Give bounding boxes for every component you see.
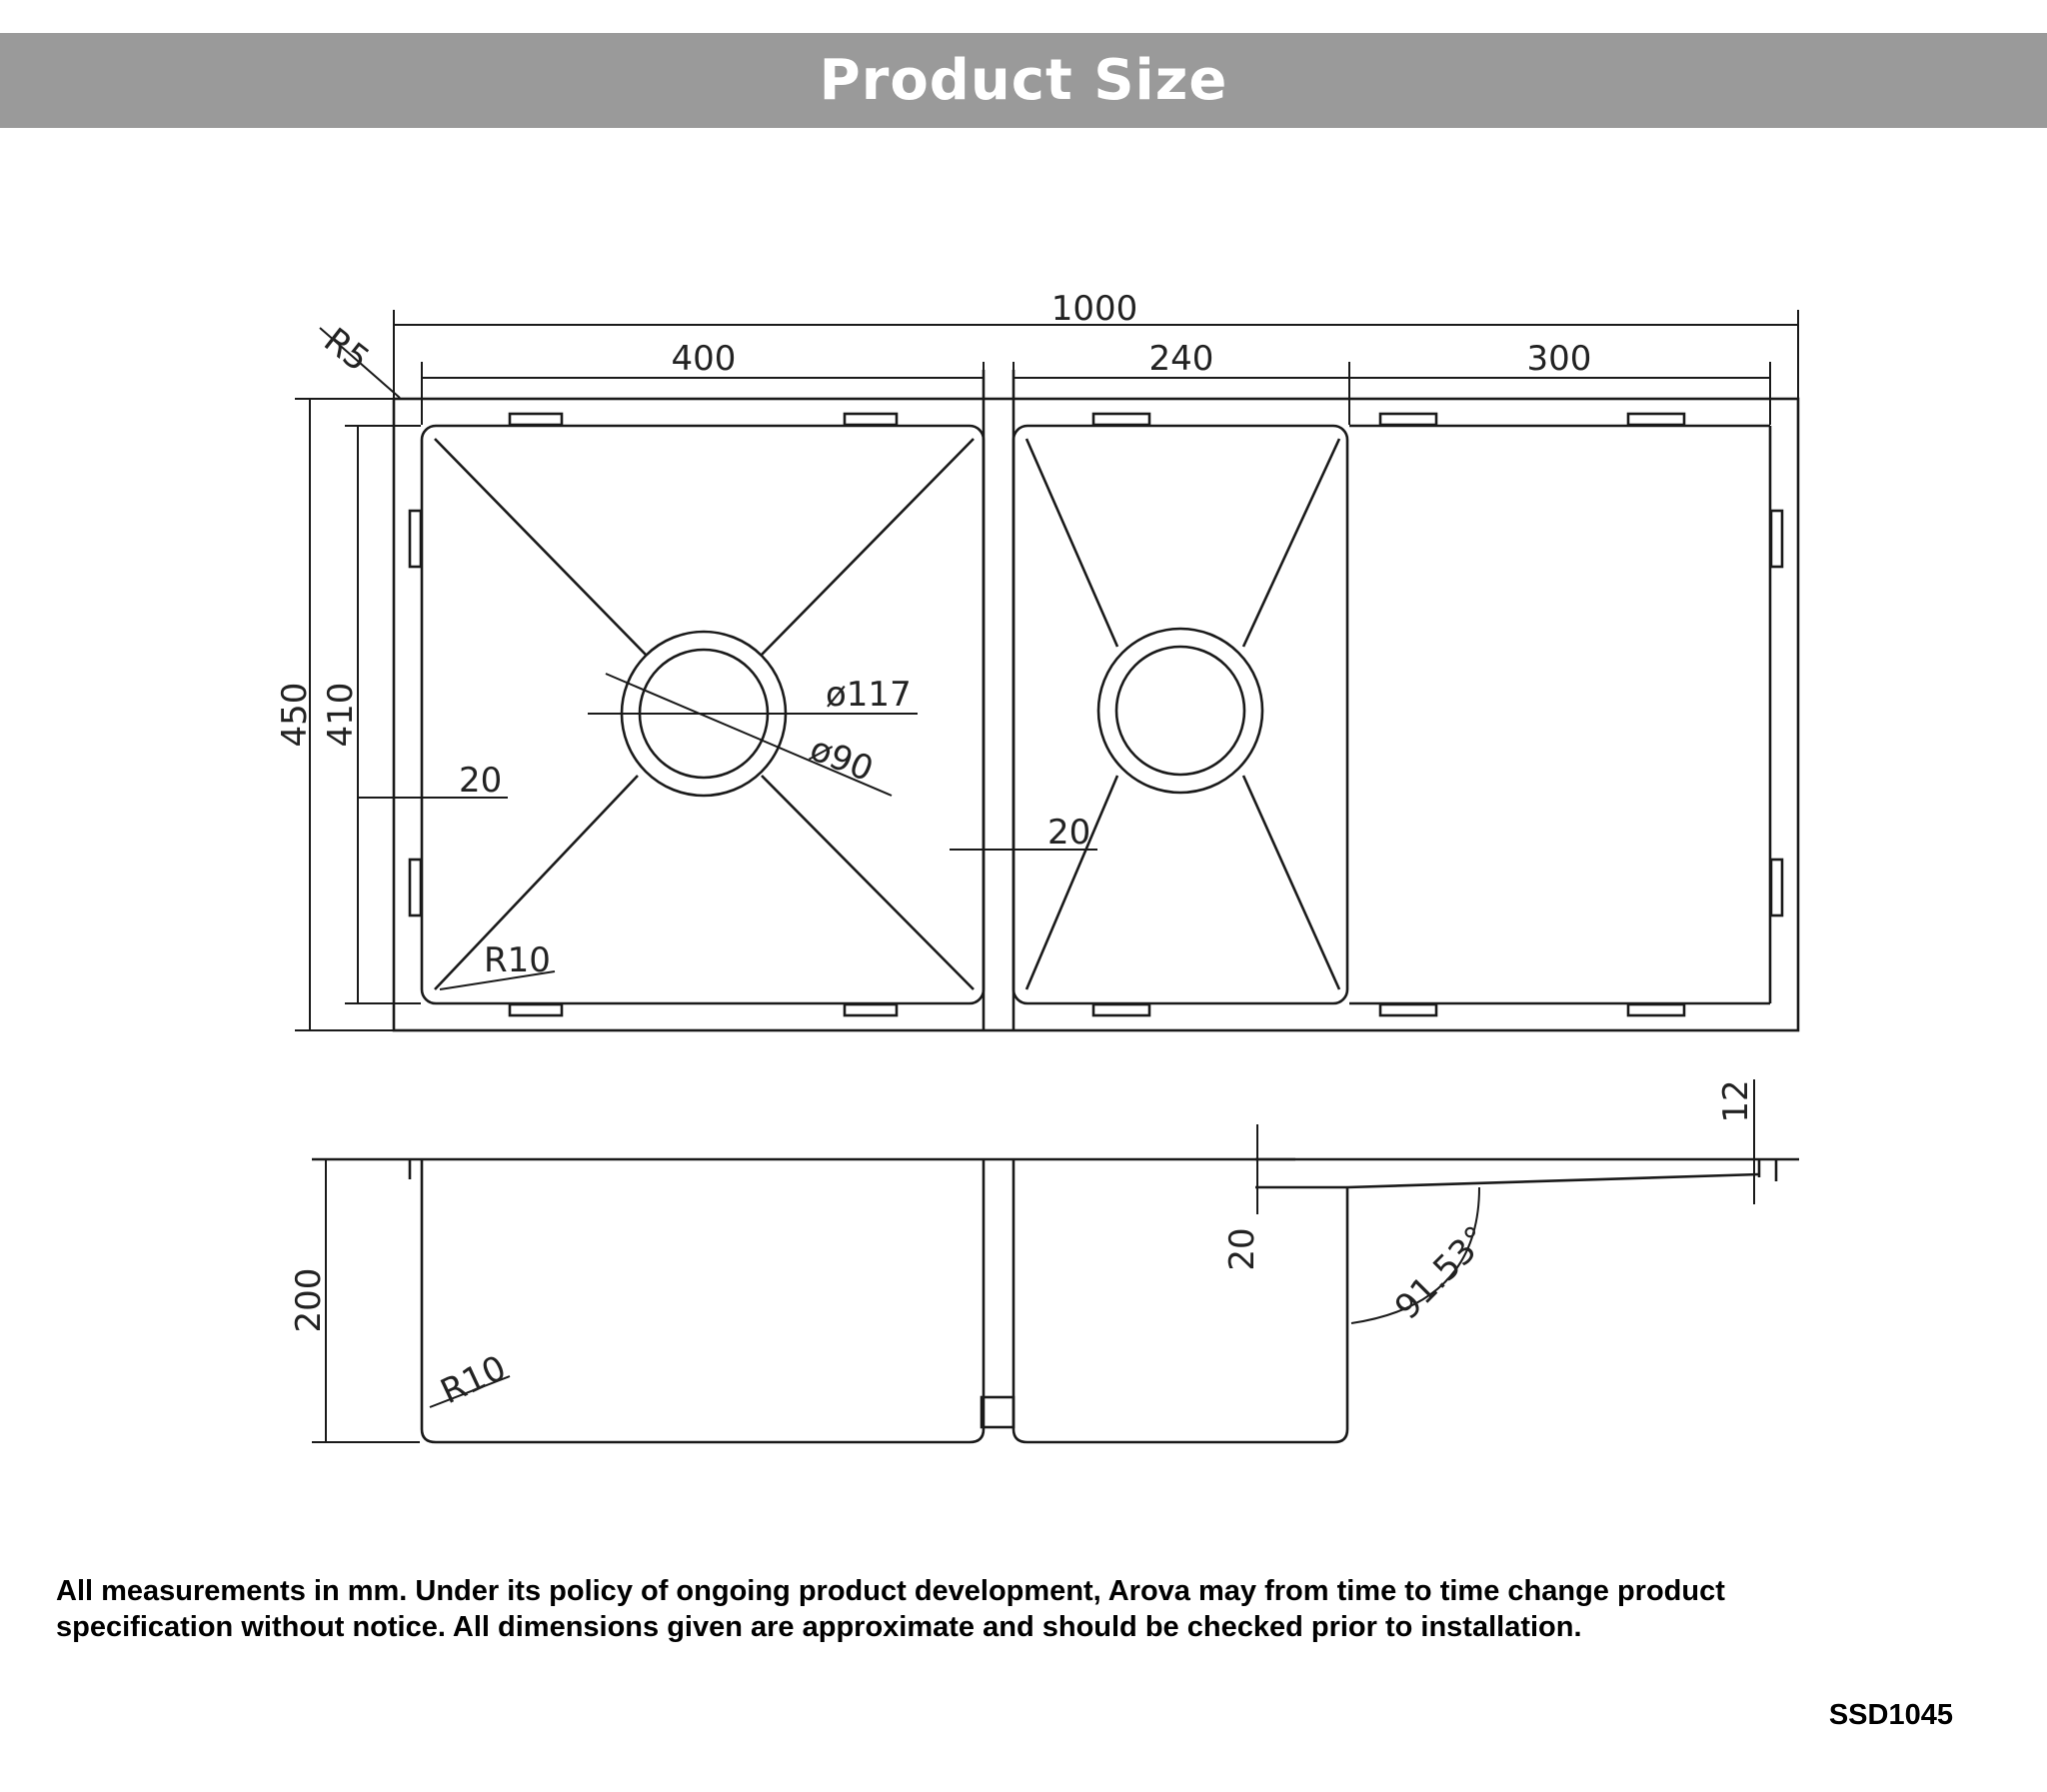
disclaimer-line-1: All measurements in mm. Under its policy… <box>56 1575 1725 1607</box>
dim-overall-width: 1000 <box>1051 289 1138 329</box>
dim-bowl-gap: 20 <box>1047 813 1090 853</box>
dim-bowl-depth: 410 <box>321 683 361 748</box>
side-right-bowl <box>1012 1159 1349 1444</box>
mounting-clips <box>408 412 1784 1017</box>
dim-drainer-angle: 91.53° <box>1387 1218 1496 1327</box>
side-drainer-slope <box>1346 1172 1760 1189</box>
dim-flange-thickness: 12 <box>1716 1079 1756 1122</box>
product-code: SSD1045 <box>1828 1699 1953 1731</box>
dimension-lines-plan <box>295 310 1799 1031</box>
disclaimer-text: All measurements in mm. Under its policy… <box>56 1573 1955 1645</box>
dim-side-height: 200 <box>289 1268 329 1333</box>
dim-waste-inner: ø90 <box>805 729 879 790</box>
right-waste-inner <box>1114 645 1246 777</box>
dim-drainer-step: 20 <box>1222 1227 1262 1270</box>
dim-waste-outer: ø117 <box>826 675 912 715</box>
dim-overall-depth: 450 <box>275 683 315 748</box>
right-bowl-slopes <box>1024 438 1341 990</box>
header-banner: Product Size <box>0 33 2047 128</box>
disclaimer-line-2: specification without notice. All dimens… <box>56 1611 1582 1643</box>
dim-bowl-radius: R10 <box>484 940 551 980</box>
side-overflow-connector <box>980 1395 1016 1429</box>
dim-left-margin: 20 <box>459 761 502 801</box>
side-left-bowl <box>420 1159 986 1444</box>
dim-drainer-width: 300 <box>1527 339 1592 379</box>
right-waste-outer <box>1096 627 1264 795</box>
page-title: Product Size <box>819 48 1228 113</box>
dim-left-bowl-width: 400 <box>672 339 737 379</box>
dim-right-bowl-width: 240 <box>1149 339 1214 379</box>
dim-side-radius: R10 <box>435 1348 513 1413</box>
right-bowl <box>1012 424 1349 1005</box>
sink-outline <box>392 397 1800 1032</box>
left-bowl-slopes <box>434 438 975 990</box>
dimension-lines-side <box>312 1079 1755 1443</box>
